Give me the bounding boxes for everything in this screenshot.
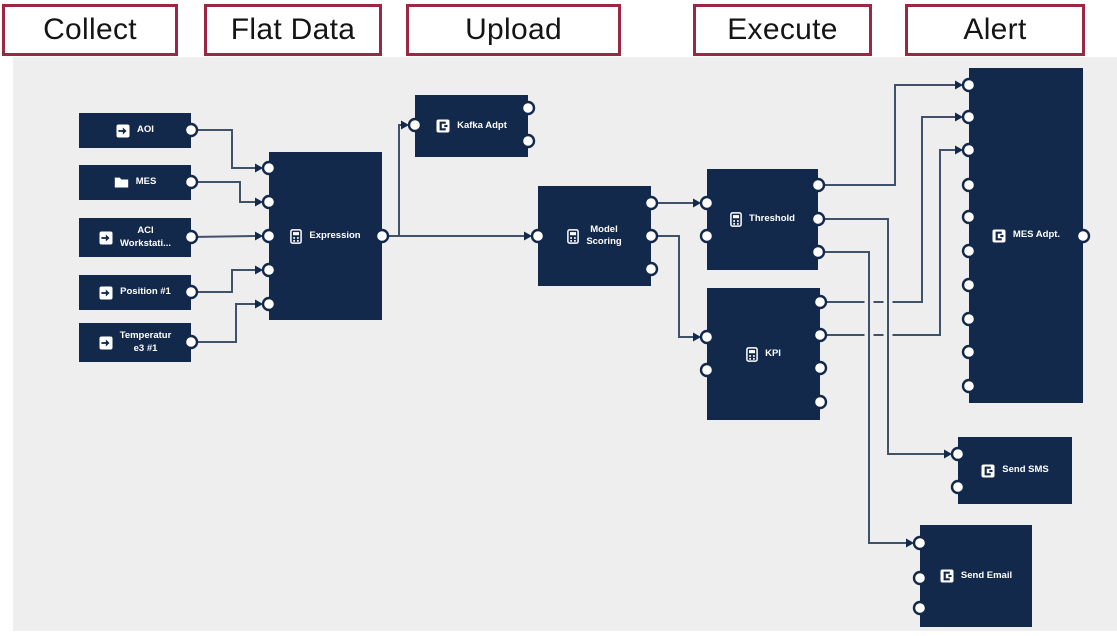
adapter-icon bbox=[981, 464, 995, 477]
calculator-icon bbox=[567, 228, 580, 244]
node-kafka-adapter[interactable]: Kafka Adpt bbox=[415, 95, 528, 157]
calculator-icon bbox=[746, 346, 758, 362]
node-label: Position #1 bbox=[120, 286, 171, 298]
node-kpi[interactable]: KPI bbox=[707, 288, 820, 420]
node-label: Send Email bbox=[960, 569, 1013, 581]
adapter-icon bbox=[940, 569, 954, 583]
node-send-sms[interactable]: Send SMS bbox=[958, 437, 1072, 504]
stage-label-alert: Alert bbox=[905, 4, 1085, 56]
adapter-icon bbox=[992, 229, 1006, 242]
folder-icon bbox=[114, 177, 128, 188]
node-label: Kafka Adpt bbox=[457, 119, 507, 131]
node-label: MES Adpt. bbox=[1012, 229, 1061, 241]
calculator-icon bbox=[730, 212, 742, 227]
stage-label-flat-data: Flat Data bbox=[204, 4, 382, 56]
adapter-icon bbox=[436, 119, 450, 133]
node-label: Expression bbox=[309, 229, 361, 241]
input-icon bbox=[99, 231, 113, 244]
node-label: Threshold bbox=[749, 213, 795, 225]
stage-label-collect: Collect bbox=[2, 4, 178, 56]
node-threshold[interactable]: Threshold bbox=[707, 169, 818, 270]
node-expression[interactable]: Expression bbox=[269, 152, 382, 320]
node-mes[interactable]: MES bbox=[79, 165, 191, 200]
node-label: KPI bbox=[765, 347, 781, 359]
node-send-email[interactable]: Send Email bbox=[920, 525, 1032, 627]
stage-label-execute: Execute bbox=[693, 4, 872, 56]
node-label: MES bbox=[135, 176, 157, 188]
stage-label-upload: Upload bbox=[406, 4, 621, 56]
node-aoi[interactable]: AOI bbox=[79, 113, 191, 148]
node-mes-adapter[interactable]: MES Adpt. bbox=[969, 68, 1083, 403]
calculator-icon bbox=[290, 228, 303, 244]
node-position-1[interactable]: Position #1 bbox=[79, 275, 191, 310]
input-icon bbox=[116, 124, 130, 137]
node-label: Send SMS bbox=[1002, 464, 1049, 476]
node-label: AOI bbox=[137, 124, 154, 136]
input-icon bbox=[99, 286, 113, 299]
input-icon bbox=[99, 336, 113, 349]
